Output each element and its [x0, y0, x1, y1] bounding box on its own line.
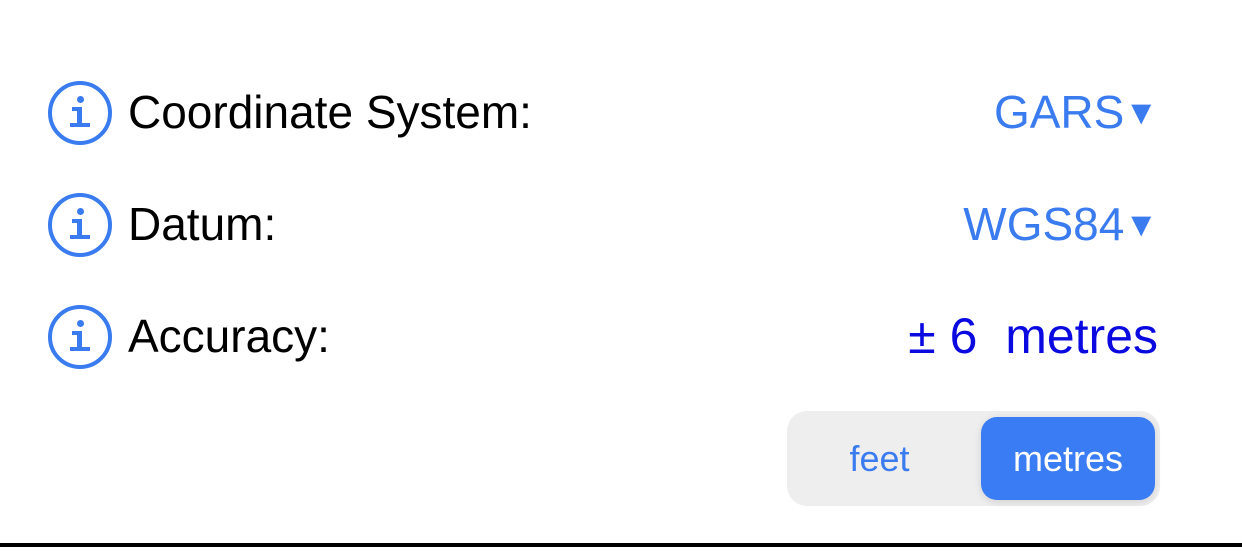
dropdown-arrow-icon: ▼: [1124, 206, 1158, 244]
units-option-metres[interactable]: metres: [981, 417, 1155, 500]
units-option-feet[interactable]: feet: [849, 438, 910, 479]
info-icon[interactable]: [48, 81, 112, 145]
dropdown-arrow-icon: ▼: [1124, 94, 1158, 132]
accuracy-value: ± 6 metres: [908, 308, 1158, 364]
accuracy-row: Accuracy: ± 6 metres: [0, 296, 1242, 376]
datum-dropdown[interactable]: WGS84▼: [963, 196, 1158, 253]
coordinate-system-row: Coordinate System: GARS▼: [0, 72, 1242, 152]
datum-row: Datum: WGS84▼: [0, 184, 1242, 264]
datum-label: Datum:: [128, 198, 277, 250]
accuracy-label: Accuracy:: [128, 310, 330, 362]
units-segmented-control: feet metres: [787, 411, 1160, 506]
datum-value: WGS84: [963, 198, 1125, 250]
coordinate-system-dropdown[interactable]: GARS▼: [994, 84, 1158, 141]
info-icon[interactable]: [48, 305, 112, 369]
coordinate-system-label: Coordinate System:: [128, 86, 532, 138]
info-icon[interactable]: [48, 193, 112, 257]
coordinate-system-value: GARS: [993, 86, 1125, 138]
divider: [0, 543, 1242, 547]
